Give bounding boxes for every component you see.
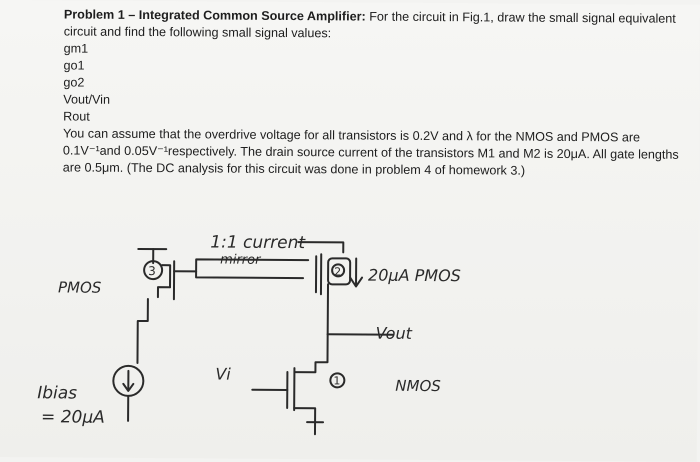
ibias-value: = 20μA xyxy=(41,407,105,427)
vout-label: Vout xyxy=(376,324,413,343)
problem-statement: Problem 1 – Integrated Common Source Amp… xyxy=(64,6,694,44)
m2-number: 2 xyxy=(334,265,341,278)
right-current-label: 20μA PMOS xyxy=(368,266,461,286)
value-list: gm1 go1 go2 Vout/Vin Rout xyxy=(63,40,694,129)
circuit-sketch: 1:1 current mirror PMOS 3 2 1 20μA PMOS … xyxy=(37,232,461,436)
m3-number: 3 xyxy=(148,264,156,278)
m1-number: 1 xyxy=(333,374,340,387)
mirror-label-line2: mirror xyxy=(220,253,262,268)
ibias-label: Ibias xyxy=(37,383,77,403)
pmos-left-label: PMOS xyxy=(58,278,102,296)
mirror-label-line1: 1:1 current xyxy=(210,232,306,253)
assumption-paragraph: You can assume that the overdrive voltag… xyxy=(63,125,693,180)
problem-text: Problem 1 – Integrated Common Source Amp… xyxy=(63,6,694,180)
nmos-label: NMOS xyxy=(395,377,441,395)
problem-heading: Problem 1 – Integrated Common Source Amp… xyxy=(63,7,366,24)
vin-label: Vi xyxy=(215,365,231,384)
dc-note-text: (The DC analysis for this circuit was do… xyxy=(126,160,526,178)
